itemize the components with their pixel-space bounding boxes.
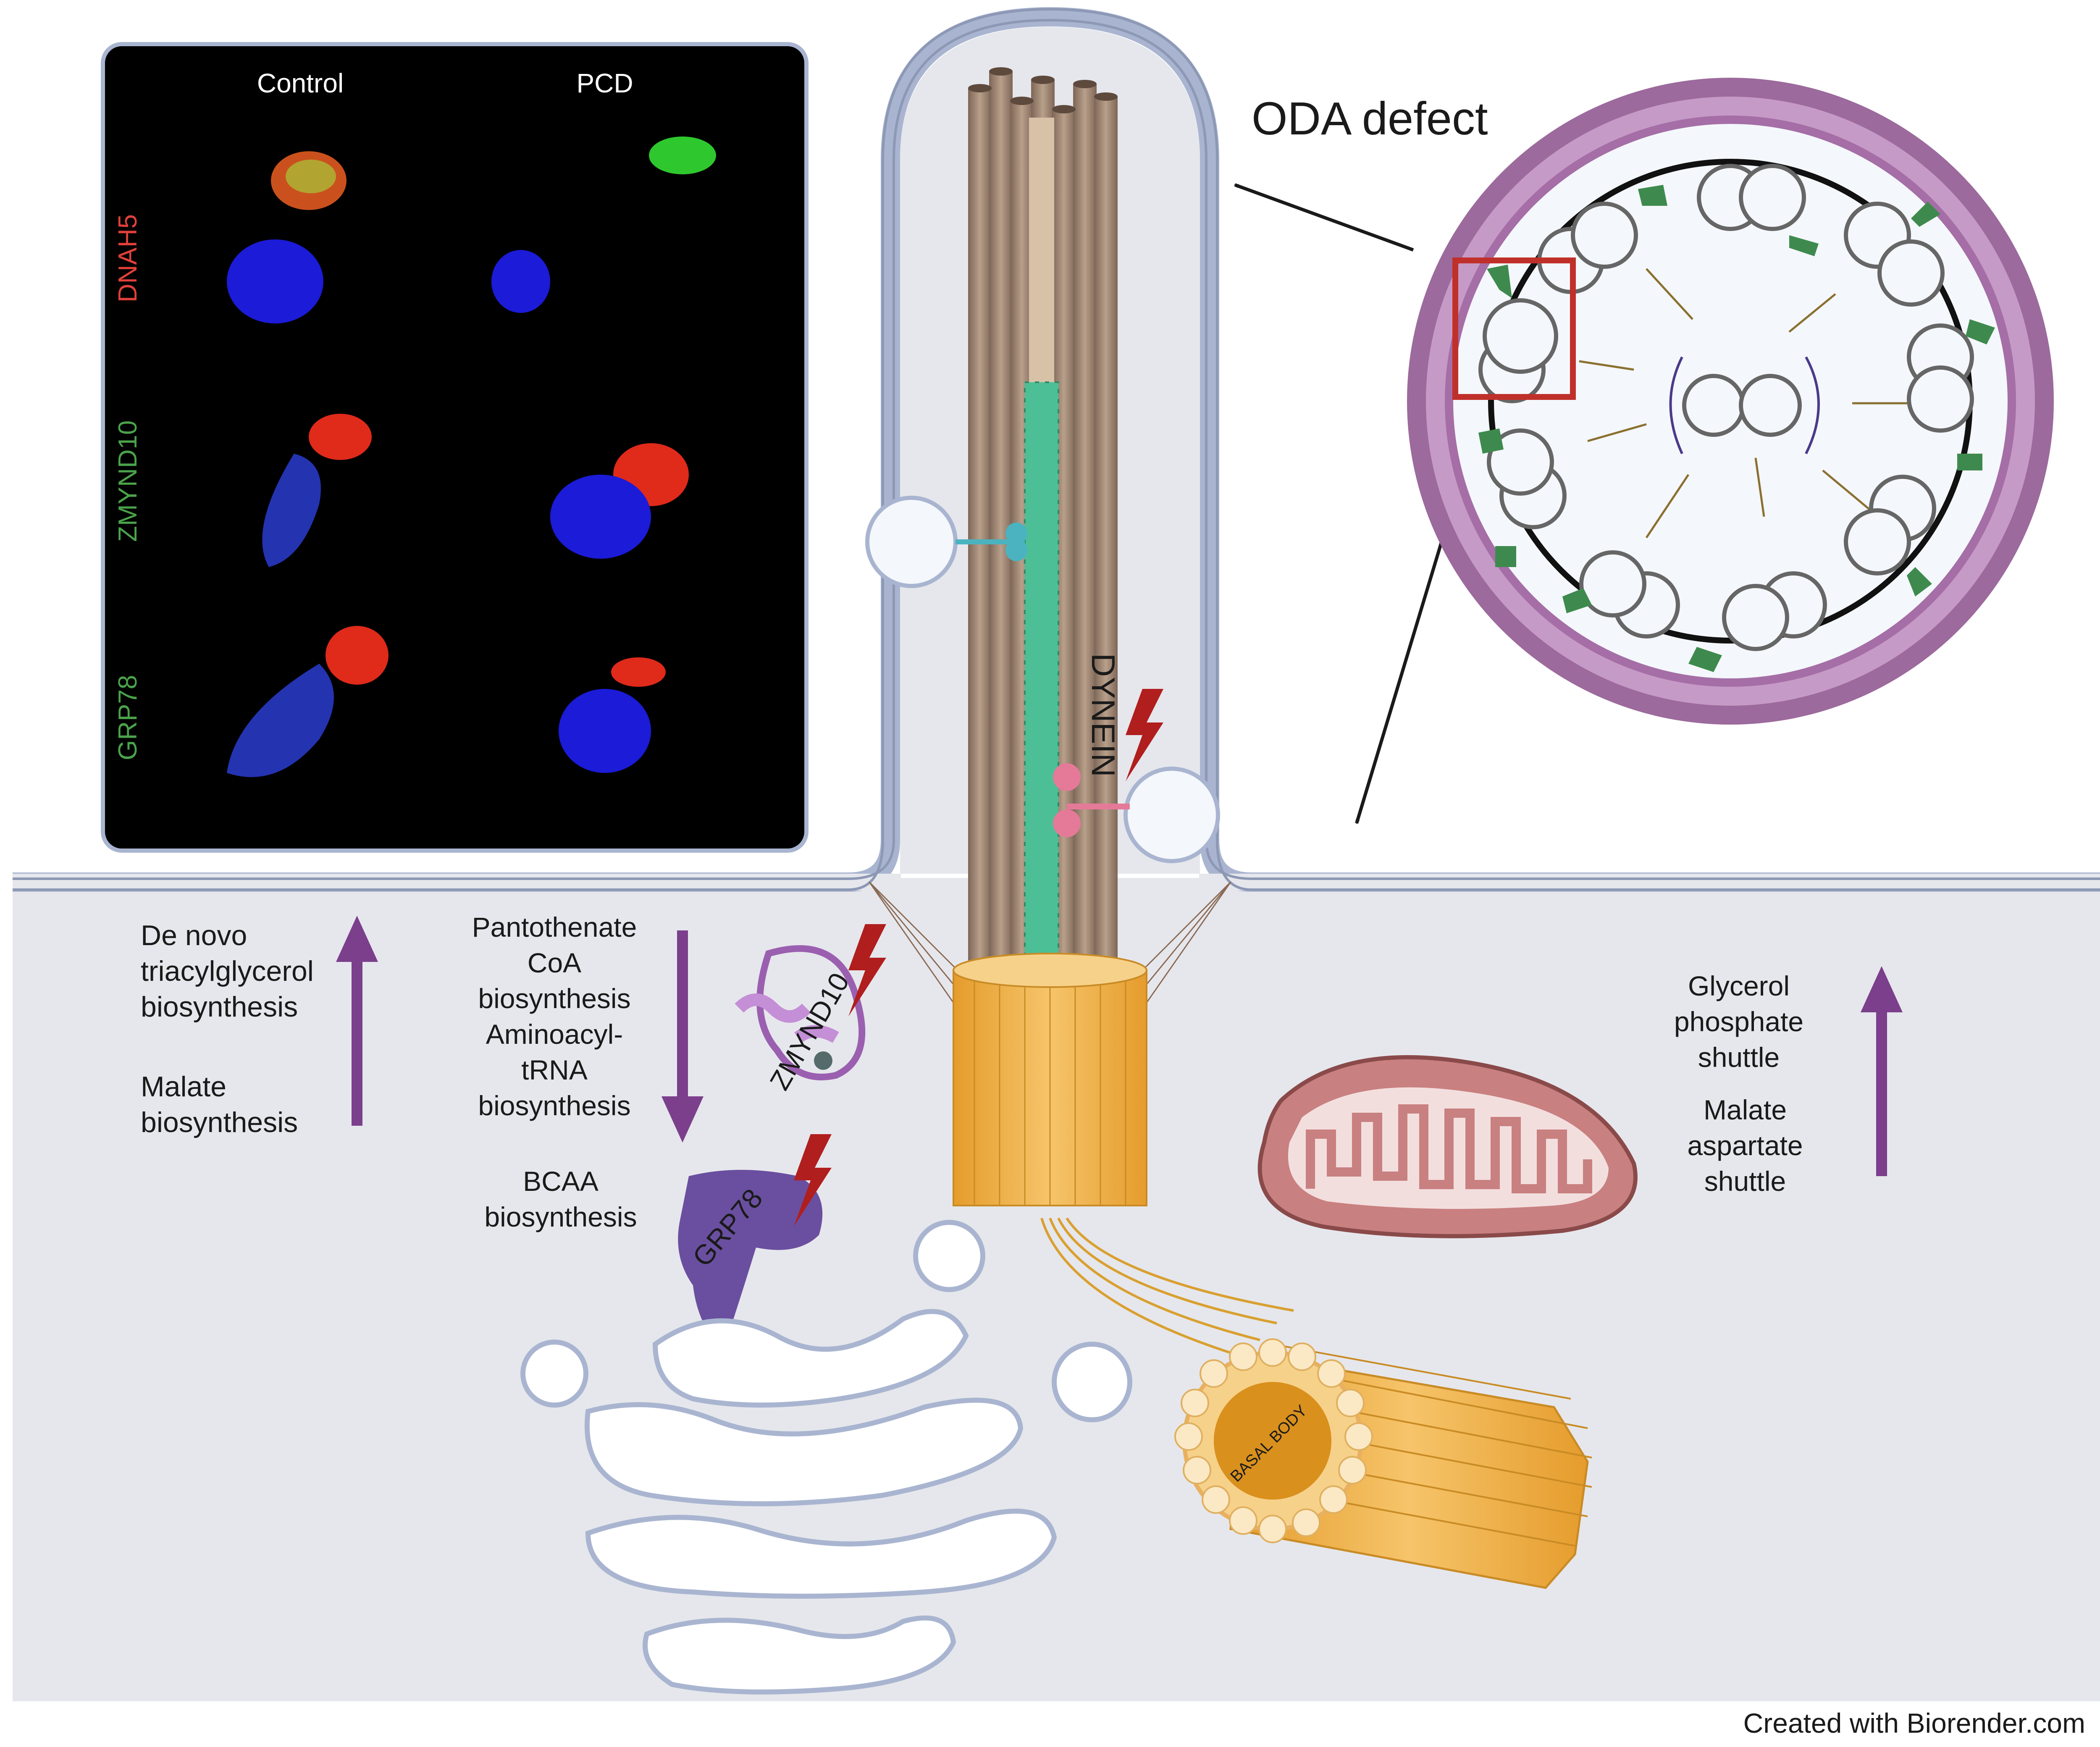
vesicle-right (1124, 767, 1220, 863)
row-label-dnah5: DNAH5 (113, 214, 142, 302)
golgi-apparatus (520, 1220, 1132, 1694)
transition-zone (953, 953, 1147, 1206)
defect-bolt-grp78 (794, 1134, 832, 1227)
right-upregulated-group: Glycerol phosphate shuttle Malate aspart… (1674, 966, 1903, 1197)
right-line-4: Malate (1704, 1094, 1787, 1125)
rootlet-fibers (1040, 1217, 1294, 1358)
col-pcd-label: PCD (576, 68, 633, 98)
basal-body: BASAL BODY (1174, 1338, 1592, 1589)
kinesin-motor (956, 523, 1027, 561)
right-line-3: shuttle (1698, 1042, 1780, 1073)
left-line-1: De novo (141, 919, 247, 951)
oda-defect-label: ODA defect (1252, 93, 1488, 144)
dynein-label: DYNEIN (1085, 653, 1122, 777)
mid-line-1: Pantothenate (472, 912, 637, 943)
mid-line-7: BCAA (523, 1166, 598, 1197)
axoneme-cross-section (1407, 78, 2054, 725)
transition-fibers (869, 881, 1231, 1021)
credit-text: Created with Biorender.com (1743, 1708, 2085, 1739)
row-label-zmynd10: ZMYND10 (113, 420, 142, 542)
oda-highlight-box (1452, 257, 1576, 400)
grp78-protein: GRP78 (678, 1134, 832, 1353)
left-upregulated-group: De novo triacylglycerol biosynthesis Mal… (141, 916, 378, 1138)
right-line-2: phosphate (1674, 1006, 1803, 1037)
left-line-5: biosynthesis (141, 1106, 298, 1138)
left-line-2: triacylglycerol (141, 955, 314, 987)
left-line-4: Malate (141, 1071, 226, 1103)
right-line-5: aspartate (1687, 1130, 1803, 1161)
mid-line-5: tRNA (521, 1054, 588, 1085)
mid-line-8: biosynthesis (484, 1201, 637, 1232)
immunofluorescence-panel: Control PCD DNAH5 ZMYND10 GRP78 (101, 42, 808, 853)
mid-line-4: Aminoacyl- (486, 1019, 623, 1050)
row-label-grp78: GRP78 (113, 675, 142, 760)
defect-bolt-zmynd10 (848, 924, 886, 1017)
axoneme (968, 67, 1118, 987)
mid-line-3: biosynthesis (478, 983, 630, 1014)
mid-line-2: CoA (528, 947, 581, 978)
vesicle-left (865, 496, 958, 588)
left-line-3: biosynthesis (141, 991, 298, 1023)
col-control-label: Control (257, 68, 344, 98)
mitochondrion (1257, 1055, 1638, 1238)
oda-arrow-to-cilium (1234, 183, 1414, 252)
mid-line-6: biosynthesis (478, 1090, 630, 1121)
dynein-motor (1053, 763, 1130, 837)
middle-downregulated-group: Pantothenate CoA biosynthesis Aminoacyl-… (472, 912, 704, 1232)
defect-bolt-dynein (1126, 689, 1163, 781)
right-line-1: Glycerol (1688, 970, 1790, 1001)
right-line-6: shuttle (1704, 1166, 1786, 1197)
